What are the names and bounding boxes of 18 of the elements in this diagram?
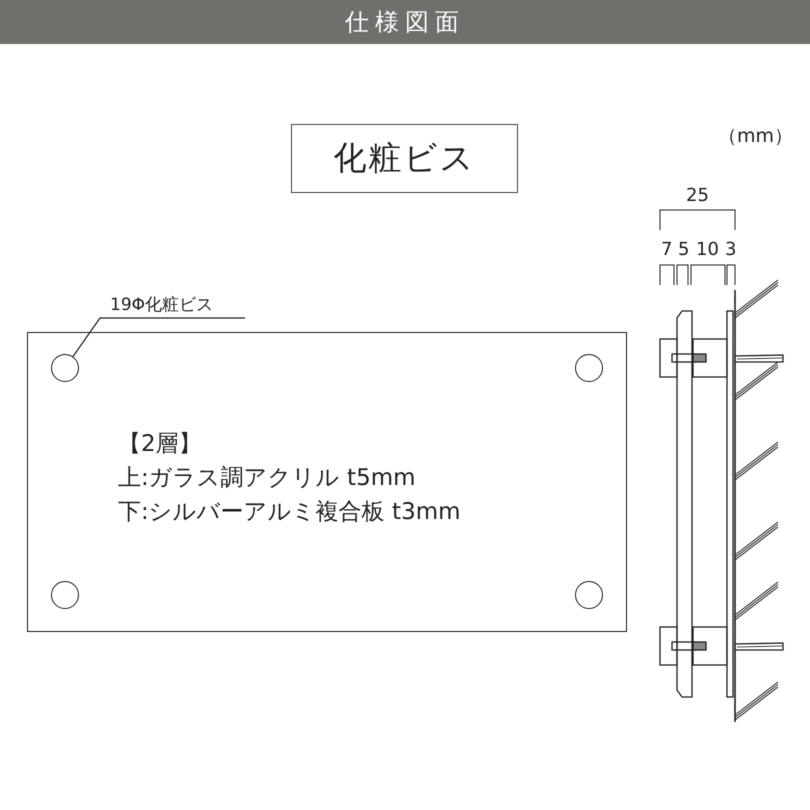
header-band: 仕様図面 (0, 0, 810, 44)
title-box: 化粧ビス (291, 124, 518, 193)
layer-heading: 【2層】 (118, 430, 203, 459)
dimension-label: 7 (661, 240, 672, 260)
screw-hole (50, 580, 78, 608)
screw-hole (574, 580, 602, 608)
callout-label: 19Φ化粧ビス (110, 293, 214, 316)
plate-front-view (27, 332, 627, 632)
dimension-label: 5 (678, 240, 690, 260)
dimension-label: 25 (686, 186, 709, 206)
leader-line (72, 317, 245, 357)
screw-hole (574, 354, 602, 382)
layer-description: 下:シルバーアルミ複合板 t3mm (118, 498, 461, 527)
unit-label: （mm） (718, 126, 794, 147)
screw-hole (50, 354, 78, 382)
layer-description: 上:ガラス調アクリル t5mm (118, 464, 417, 493)
dimension-label: 10 (696, 240, 719, 260)
dimension-label: 3 (725, 240, 736, 260)
